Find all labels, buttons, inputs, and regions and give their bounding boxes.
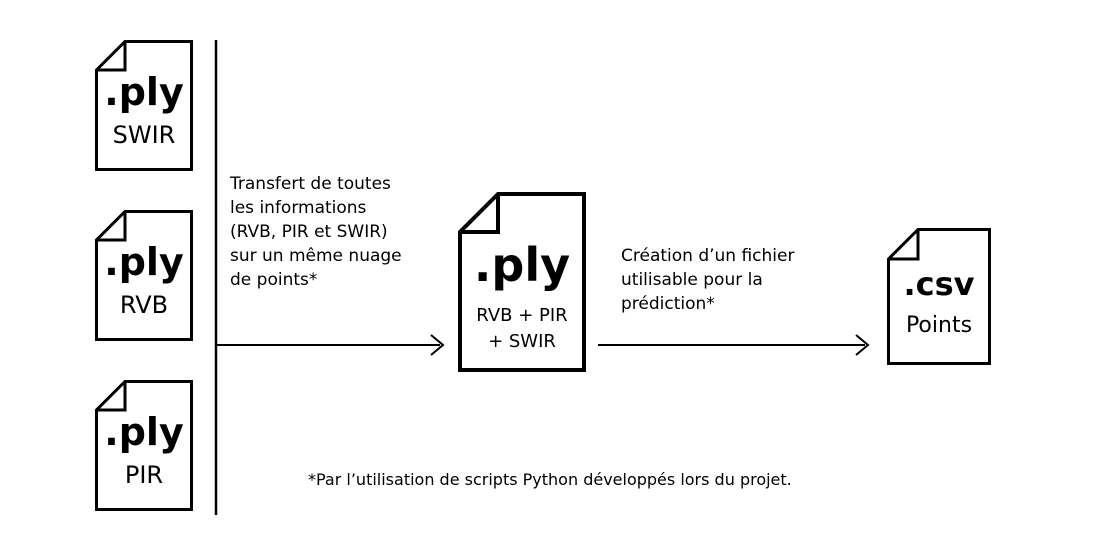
file-ply-merged: .ply RVB + PIR + SWIR: [458, 192, 586, 372]
document-icon: [95, 40, 193, 171]
file-extension: .ply: [104, 70, 184, 114]
file-extension: .ply: [104, 240, 184, 284]
file-label: Points: [905, 313, 973, 338]
file-ply-pir: .ply PIR: [95, 380, 193, 511]
file-label-line: + SWIR: [488, 331, 556, 352]
arrow-merge-head: [430, 334, 445, 356]
file-extension: .ply: [473, 238, 571, 292]
file-extension: .ply: [104, 410, 184, 454]
document-icon: [95, 380, 193, 511]
merge-description-line: sur un même nuage: [230, 246, 402, 266]
merge-description-line: les informations: [230, 198, 367, 218]
file-label: PIR: [124, 461, 164, 489]
file-csv-output: .csv Points: [887, 228, 991, 365]
export-description-line: Création d’un fichier: [621, 246, 795, 266]
file-label-line: RVB + PIR: [476, 305, 568, 326]
document-icon: [887, 228, 991, 365]
file-label: RVB: [119, 291, 169, 319]
export-description: Création d’un fichier utilisable pour la…: [621, 244, 794, 316]
merge-description: Transfert de toutes les informations (RV…: [230, 172, 402, 292]
merge-description-line: (RVB, PIR et SWIR): [230, 222, 388, 242]
merge-description-line: Transfert de toutes: [230, 174, 391, 194]
file-extension: .csv: [903, 265, 975, 303]
file-ply-rvb: .ply RVB: [95, 210, 193, 341]
footnote: *Par l’utilisation de scripts Python dév…: [308, 470, 792, 489]
document-icon: [458, 192, 586, 372]
export-description-line: prédiction*: [621, 294, 715, 314]
merge-description-line: de points*: [230, 270, 318, 290]
arrow-export-head: [855, 334, 870, 356]
file-label: SWIR: [112, 121, 176, 149]
export-description-line: utilisable pour la: [621, 270, 763, 290]
document-icon: [95, 210, 193, 341]
file-ply-swir: .ply SWIR: [95, 40, 193, 171]
